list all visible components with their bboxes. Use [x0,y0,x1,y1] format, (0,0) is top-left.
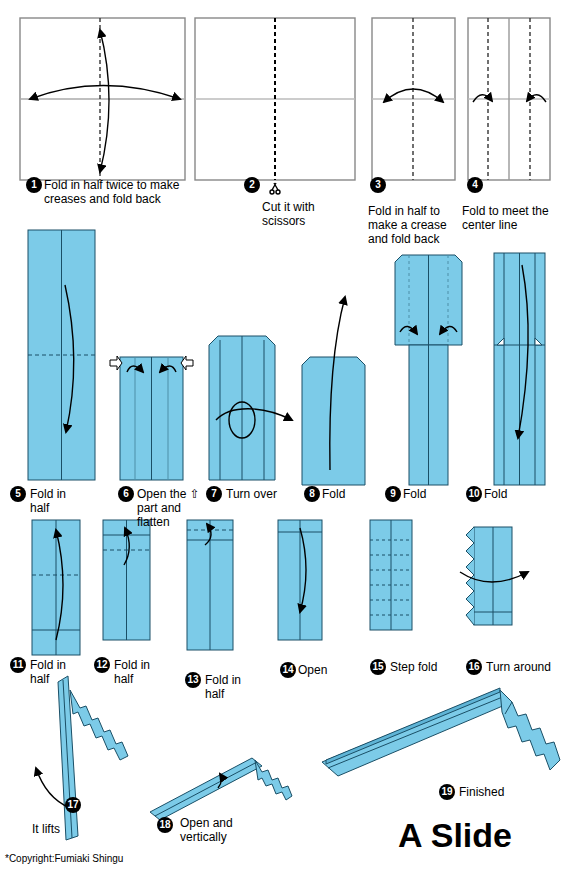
step-caption: Turn around [486,660,562,674]
step-caption: Fold in half [30,487,72,515]
step-number: 18 [157,817,173,833]
step-caption: Fold in half [114,658,156,686]
step-caption: Turn over [226,487,296,501]
step-caption: Open the ⇧ part and flatten [137,487,205,529]
step-caption: Fold in half twice to make creases and f… [44,178,209,206]
step-number: 16 [466,659,482,675]
step-number-text: 4 [472,179,478,190]
step-number: 12 [94,657,110,673]
step-caption: Fold to meet the center line [462,204,550,232]
step-number: 3 [370,177,386,193]
step-number-text: 9 [390,488,396,499]
step-number: 17 [65,797,81,813]
step-number-text: 12 [96,659,107,670]
step-caption: Fold [322,487,362,501]
step-number-text: 17 [67,799,78,810]
step-caption: Open and vertically [180,816,252,844]
step-caption: Step fold [390,660,460,674]
step-number-text: 14 [282,664,293,675]
step-number: 8 [304,486,320,502]
step-number-text: 10 [468,488,479,499]
step-number-text: 19 [441,786,452,797]
step-number: 11 [10,657,26,673]
step-number-text: 11 [13,659,24,670]
step-number: 10 [466,486,482,502]
step-number: 5 [10,486,26,502]
step-number-text: 3 [375,179,381,190]
step-number: 19 [439,784,455,800]
step-number: 2 [244,177,260,193]
step-number-text: 18 [159,819,170,830]
step-caption: Fold in half [30,658,72,686]
step-number-text: 7 [211,488,217,499]
step-number: 7 [206,486,222,502]
step-caption: Fold in half to make a crease and fold b… [368,204,460,246]
step-number-text: 8 [309,488,315,499]
step-caption: Cut it with scissors [262,200,334,228]
step-number-text: 15 [372,661,383,672]
step-number: 1 [26,177,42,193]
step-caption: Fold [403,487,443,501]
step-number-text: 16 [468,661,479,672]
step-number-text: 2 [249,179,255,190]
step-number: 9 [385,486,401,502]
step-number: 13 [185,672,201,688]
step-caption: It lifts [32,822,92,836]
title: A Slide [398,816,512,855]
step-number-text: 1 [31,179,37,190]
step-number-text: 6 [123,488,129,499]
step-caption: Fold [484,487,524,501]
step-caption: Open [298,663,338,677]
step-number: 4 [467,177,483,193]
step-number: 6 [118,486,134,502]
step-number-text: 5 [15,488,21,499]
step-number: 14 [280,662,296,678]
step-number: 15 [370,659,386,675]
step-caption: Fold in half [205,673,247,701]
step-caption: Finished [459,785,529,799]
copyright-note: *Copyright:Fumiaki Shingu [5,853,123,864]
step-number-text: 13 [187,674,198,685]
